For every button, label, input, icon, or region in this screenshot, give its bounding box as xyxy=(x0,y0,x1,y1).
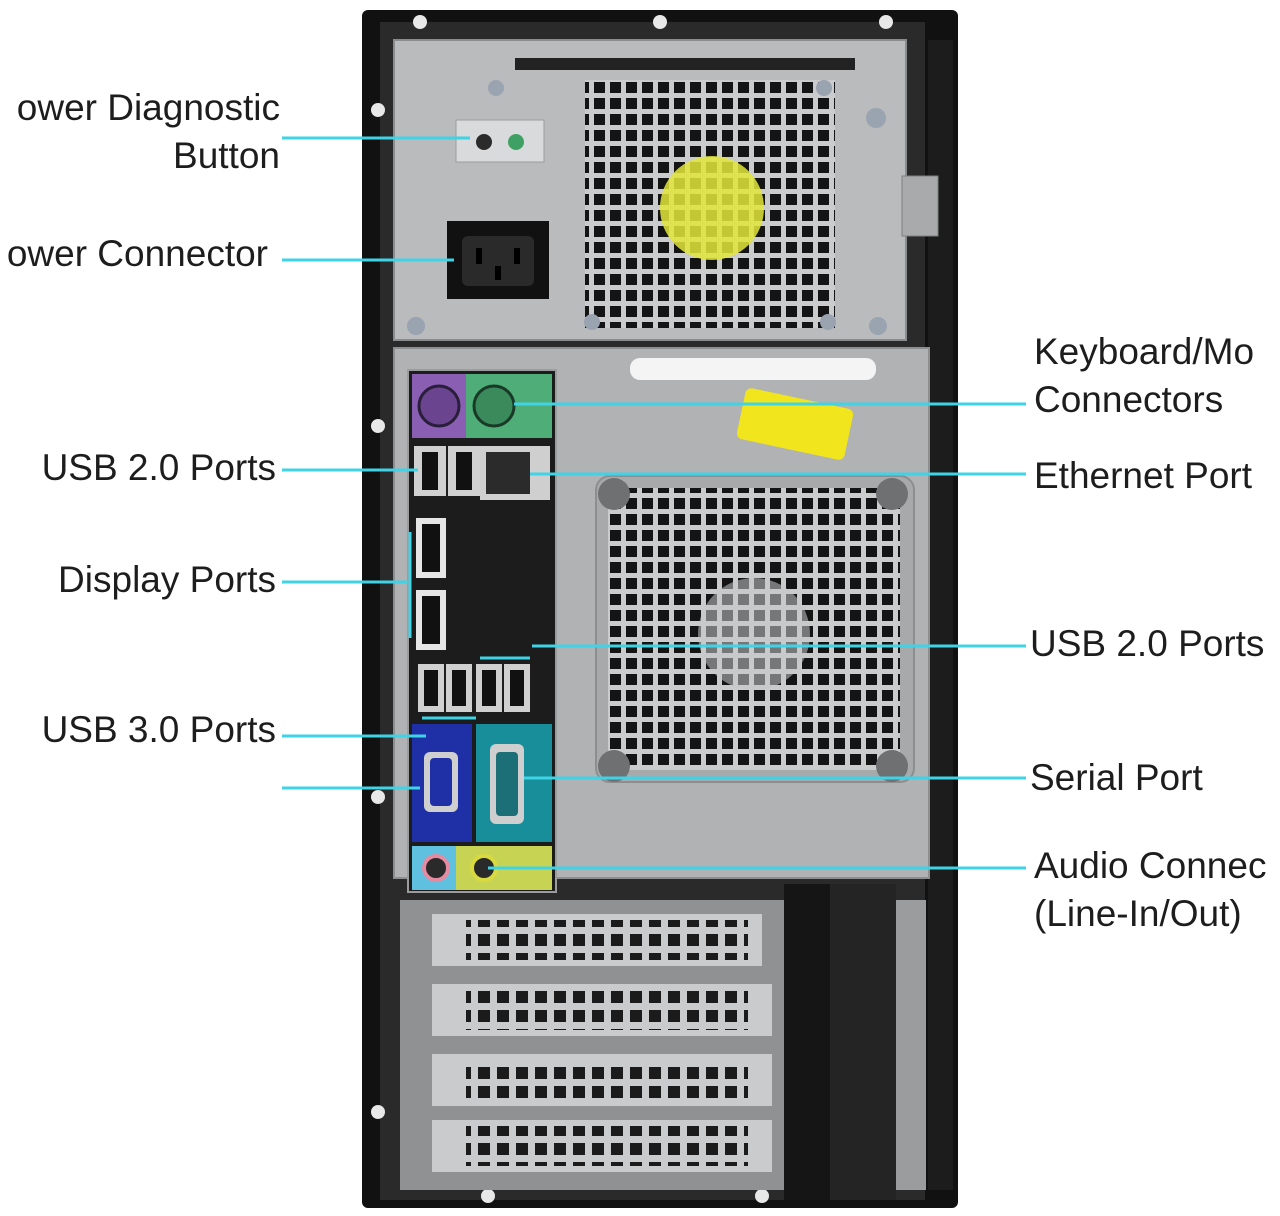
label-keyboard-mouse-line2: Connectors xyxy=(1034,379,1224,420)
label-power-diagnostic-line2: Button xyxy=(173,135,280,176)
label-audio-line1: Audio Connec xyxy=(1034,845,1267,886)
label-usb30-ports: USB 3.0 Ports xyxy=(41,709,276,750)
io-shield xyxy=(407,369,557,893)
label-usb20-ports-left: USB 2.0 Ports xyxy=(41,447,276,488)
label-usb20-ports-right: USB 2.0 Ports xyxy=(1030,623,1265,664)
label-keyboard-mouse-connectors: Keyboard/Mo Connectors xyxy=(1034,328,1254,424)
power-connector-socket xyxy=(447,221,549,299)
power-supply xyxy=(393,39,939,341)
label-serial-port: Serial Port xyxy=(1030,757,1203,798)
label-keyboard-mouse-line1: Keyboard/Mo xyxy=(1034,331,1255,372)
label-power-diagnostic-button: ower Diagnostic Button xyxy=(17,84,280,180)
expansion-slots xyxy=(400,884,926,1200)
diagnostic-button-panel xyxy=(455,119,545,163)
label-display-ports: Display Ports xyxy=(58,559,276,600)
label-ethernet-port: Ethernet Port xyxy=(1034,455,1253,496)
label-audio-connectors: Audio Connec (Line-In/Out) xyxy=(1034,842,1266,938)
label-power-connector: ower Connector xyxy=(6,233,268,274)
label-audio-line2: (Line-In/Out) xyxy=(1034,893,1242,934)
label-power-diagnostic-line1: ower Diagnostic xyxy=(16,87,280,128)
callout-lines xyxy=(282,136,1026,870)
